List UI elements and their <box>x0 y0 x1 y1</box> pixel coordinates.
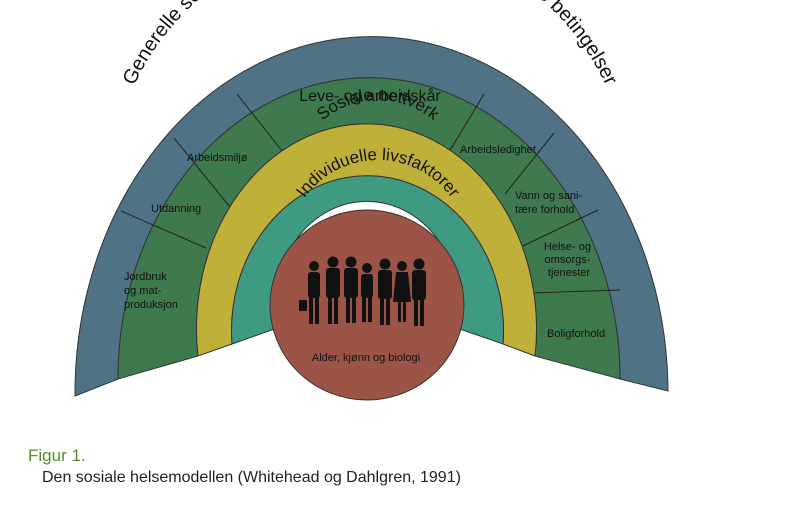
core-circle <box>269 209 465 401</box>
sector-label-water-sanitation: Vann og sani- tære forhold <box>515 190 585 216</box>
sector-divider <box>504 132 555 195</box>
figure-caption-text: Den sosiale helsemodellen (Whitehead og … <box>42 469 461 486</box>
sector-divider <box>236 93 291 162</box>
living-working-label: Leve- og arbeidskår <box>299 87 441 105</box>
individual-factors-ring <box>231 175 504 345</box>
sector-label-work-environment: Arbeidsmiljø <box>187 152 248 164</box>
people-silhouettes-icon <box>299 256 426 326</box>
sector-label-education: Utdanning <box>151 203 201 215</box>
sector-label-health-services: Helse- og omsorgs- tjenester <box>544 241 594 279</box>
sector-label-housing: Boligforhold <box>547 328 605 340</box>
sector-divider <box>173 137 235 213</box>
core-label: Alder, kjønn og biologi <box>312 352 420 364</box>
figure-caption-title: Figur 1. <box>28 446 86 465</box>
sector-divider <box>120 210 207 249</box>
sector-divider <box>529 289 621 294</box>
sector-label-agriculture: Jordbruk og mat- produksjon <box>124 271 178 311</box>
sector-label-unemployment: Arbeidsledighet <box>460 144 536 156</box>
sector-divider <box>522 209 599 247</box>
rainbow-model-diagram: Generelle sosioøkonomiske, kulturelle og… <box>74 0 669 401</box>
